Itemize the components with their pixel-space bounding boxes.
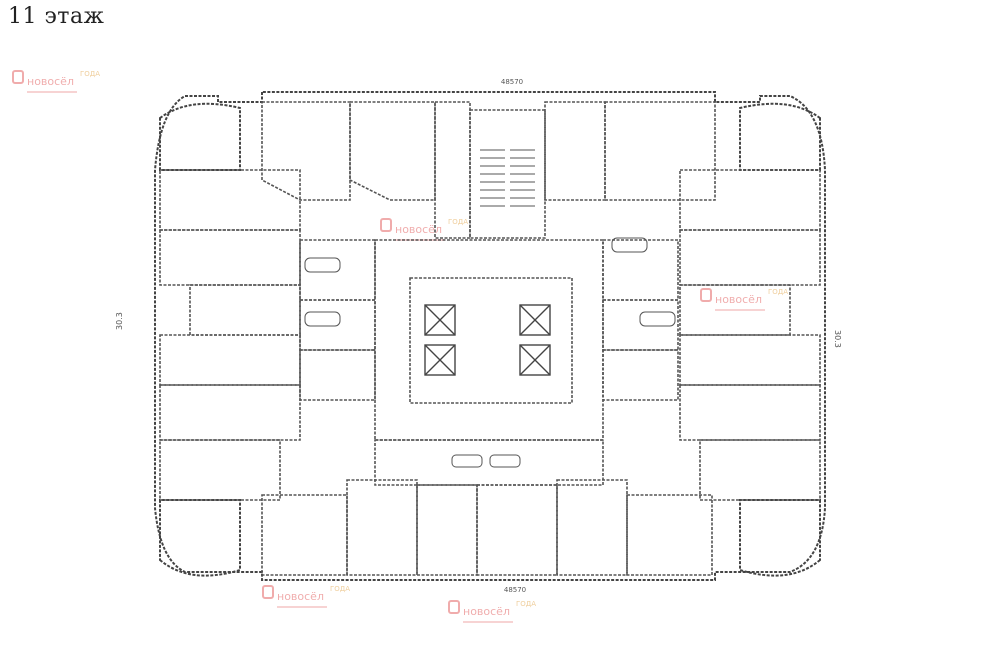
- elevator-3: [519, 304, 551, 336]
- bath-right-3: [602, 349, 679, 401]
- room-left-6: [159, 439, 281, 501]
- brand-icon: [262, 585, 274, 599]
- bathtub-icon: [451, 454, 483, 468]
- watermark-text: новосёл: [395, 223, 442, 236]
- watermark-logo: новосёл ГОДА: [700, 288, 788, 311]
- brand-icon: [12, 70, 24, 84]
- watermark-year: ГОДА: [516, 600, 537, 608]
- bath-right-1: [602, 239, 679, 301]
- balcony-ne: [739, 102, 821, 171]
- stair-treads: [480, 149, 535, 207]
- room-bottom-6: [626, 494, 713, 576]
- bathtub-icon: [304, 257, 341, 273]
- room-left-4: [159, 334, 301, 386]
- building-outline: [154, 91, 826, 581]
- room-bottom-4: [476, 484, 558, 576]
- bathtub-icon: [489, 454, 521, 468]
- outer-walls: [154, 91, 826, 581]
- room-top-5: [604, 101, 716, 201]
- dimension-top: 48570: [501, 78, 523, 86]
- elevator-4: [519, 344, 551, 376]
- watermark-logo: новосёл ГОДА: [448, 600, 536, 623]
- floor-title: 11 этаж: [8, 4, 105, 29]
- elevator-1: [424, 304, 456, 336]
- room-right-4: [679, 334, 821, 386]
- core-hall: [374, 239, 604, 441]
- watermark-year: ГОДА: [448, 218, 469, 226]
- room-right-3: [679, 284, 791, 336]
- dimension-left: 30.3: [115, 312, 124, 330]
- room-bottom-1: [261, 494, 348, 576]
- elevator-2: [424, 344, 456, 376]
- fixtures: [304, 237, 676, 468]
- room-right-6: [699, 439, 821, 501]
- bath-left-3: [299, 349, 376, 401]
- elevators: [424, 304, 551, 376]
- dimension-right: 30.3: [833, 330, 842, 348]
- room-left-3: [189, 284, 301, 336]
- watermark-logo: новосёл ГОДА: [262, 585, 350, 608]
- room-left-1: [159, 169, 301, 231]
- room-bottom-3: [416, 484, 478, 576]
- room-left-5: [159, 384, 301, 441]
- watermark-text: новосёл: [27, 75, 74, 88]
- room-bottom-2: [346, 479, 418, 576]
- room-left-2: [159, 229, 301, 286]
- bathtub-icon: [304, 311, 341, 327]
- bathtub-icon: [639, 311, 676, 327]
- watermark-year: ГОДА: [330, 585, 351, 593]
- brand-icon: [380, 218, 392, 232]
- balcony-se: [739, 499, 821, 577]
- watermark-text: новосёл: [277, 590, 324, 603]
- bath-left-1: [299, 239, 376, 301]
- watermark-year: ГОДА: [768, 288, 789, 296]
- room-right-5: [679, 384, 821, 441]
- elevator-block: [409, 277, 573, 404]
- brand-icon: [448, 600, 460, 614]
- watermark-text: новосёл: [463, 605, 510, 618]
- watermark-text: новосёл: [715, 293, 762, 306]
- corridor-bottom: [374, 439, 604, 486]
- room-top-2: [349, 101, 436, 201]
- room-bottom-5: [556, 479, 628, 576]
- balcony-sw: [159, 499, 241, 577]
- balcony-nw: [159, 102, 241, 171]
- bathtub-icon: [611, 237, 648, 253]
- room-right-2: [679, 229, 821, 286]
- bath-right-2: [602, 299, 679, 351]
- stairwell: [469, 109, 546, 239]
- watermark-logo: новосёл ГОДА: [12, 70, 100, 93]
- room-top-3: [434, 101, 471, 239]
- room-top-1: [261, 101, 351, 201]
- room-top-4: [544, 101, 606, 201]
- interior-walls: [159, 101, 821, 576]
- dimension-bottom: 48570: [504, 586, 526, 594]
- brand-icon: [700, 288, 712, 302]
- watermark-year: ГОДА: [80, 70, 101, 78]
